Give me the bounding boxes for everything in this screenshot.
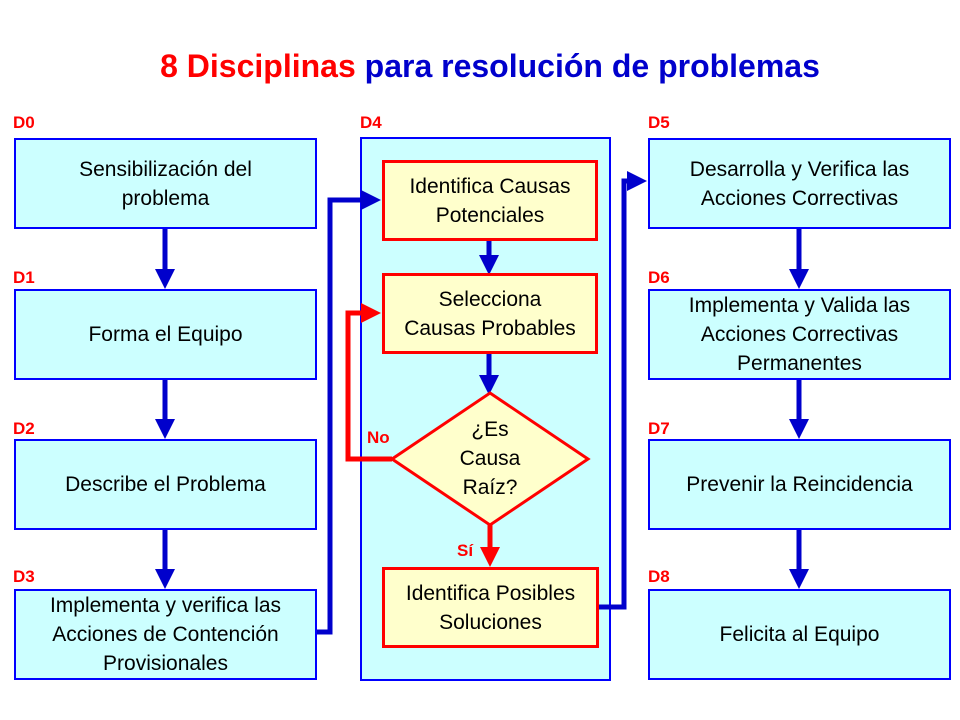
label-d0: D0 [13, 113, 35, 132]
label-d2: D2 [13, 419, 35, 438]
no-label: No [367, 428, 390, 447]
step-identify-solutions: Identifica Posibles Soluciones [382, 567, 599, 648]
step-d1: Forma el Equipo [14, 289, 317, 380]
decision-diamond [389, 391, 591, 527]
step-d6: Implementa y Valida las Acciones Correct… [648, 289, 951, 380]
step-d5: Desarrolla y Verifica las Acciones Corre… [648, 138, 951, 229]
arrow-no-loop [345, 303, 392, 462]
step-d2: Describe el Problema [14, 439, 317, 530]
title-highlight: 8 Disciplinas [160, 48, 356, 84]
arrow-d3-d4 [317, 190, 381, 635]
step-d3: Implementa y verifica las Acciones de Co… [14, 589, 317, 680]
decision-text: ¿Es Causa Raíz? [459, 418, 521, 499]
step-select-causes: Selecciona Causas Probables [382, 273, 598, 354]
yes-label: Sí [457, 541, 474, 560]
label-d7: D7 [648, 419, 670, 438]
arrow-d4-d5 [598, 171, 647, 610]
label-d5: D5 [648, 113, 670, 132]
step-d8: Felicita al Equipo [648, 589, 951, 680]
step-d0: Sensibilización del problema [14, 138, 317, 229]
label-d4: D4 [360, 113, 382, 132]
title-rest: para resolución de problemas [355, 48, 820, 84]
step-d7: Prevenir la Reincidencia [648, 439, 951, 530]
label-d6: D6 [648, 268, 670, 287]
label-d8: D8 [648, 567, 670, 586]
page-title: 8 Disciplinas para resolución de problem… [0, 48, 960, 85]
step-identify-causes: Identifica Causas Potenciales [382, 160, 598, 241]
label-d3: D3 [13, 567, 35, 586]
label-d1: D1 [13, 268, 35, 287]
